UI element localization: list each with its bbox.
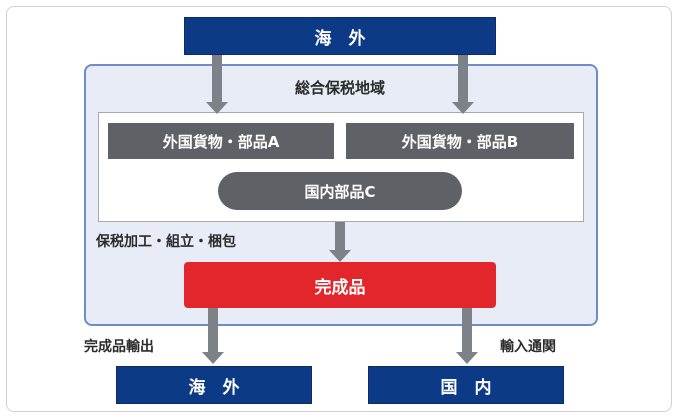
overseas-export-label: 海 外 [188, 377, 240, 398]
arrow-product-to-domestic [456, 308, 478, 364]
export-label: 完成品輸出 [84, 339, 154, 355]
import-clearance-label: 輸入通関 [500, 339, 556, 355]
arrow-overseas-to-part-a [206, 55, 228, 114]
domestic-box: 国 内 [368, 366, 564, 404]
arrow-components-to-product [329, 222, 351, 262]
arrow-product-to-export [202, 308, 224, 364]
foreign-cargo-part-a-label: 外国貨物・部品A [162, 132, 280, 151]
foreign-cargo-part-a: 外国貨物・部品A [108, 123, 334, 159]
domestic-part-c: 国内部品C [218, 172, 462, 210]
overseas-export-box: 海 外 [116, 366, 312, 404]
finished-product-label: 完成品 [314, 277, 366, 298]
overseas-top-label: 海 外 [314, 28, 366, 49]
domestic-label: 国 内 [440, 377, 492, 398]
foreign-cargo-part-b: 外国貨物・部品B [346, 123, 574, 159]
bonded-area-title: 総合保税地域 [294, 79, 385, 97]
arrow-overseas-to-part-b [452, 55, 474, 114]
domestic-part-c-label: 国内部品C [304, 182, 376, 201]
finished-product-box: 完成品 [184, 262, 496, 308]
overseas-top-box: 海 外 [184, 17, 496, 55]
process-label: 保税加工・組立・梱包 [96, 234, 236, 250]
foreign-cargo-part-b-label: 外国貨物・部品B [401, 132, 519, 151]
